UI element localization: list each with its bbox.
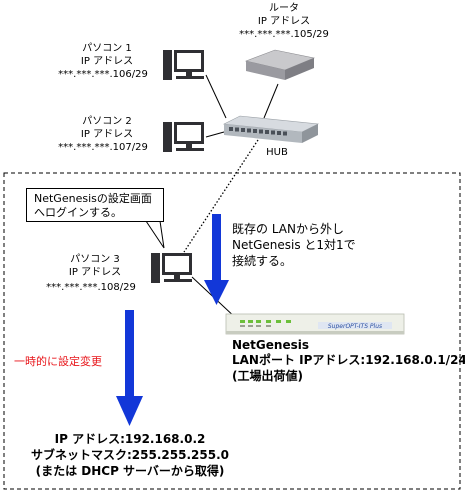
dashed-region xyxy=(3,172,461,490)
connect-note-line-1: 既存の LANから外し xyxy=(232,222,344,236)
callout-pointer xyxy=(145,220,165,249)
pc3-ip: ***.***.***.108/29 xyxy=(46,282,136,293)
device-factory-default: (工場出荷値) xyxy=(232,369,303,383)
pc2-name: パソコン 2 xyxy=(82,116,132,127)
callout-line-2: へログインする。 xyxy=(34,206,122,219)
login-callout: NetGenesisの設定画面 へログインする。 xyxy=(26,188,164,222)
pc1-ip-title: IP アドレス xyxy=(80,56,134,67)
new-subnet-mask: サブネットマスク:255.255.255.0 xyxy=(31,448,229,462)
device-front-label: SuperOPT-ITS Plus xyxy=(328,323,382,330)
link-pc2-hub xyxy=(205,131,225,138)
pc2-ip-title: IP アドレス xyxy=(80,129,134,140)
pc2-icon xyxy=(163,122,204,152)
connect-note-line-2: NetGenesis と1対1で xyxy=(232,238,356,252)
link-pc3-hub-old xyxy=(183,139,259,253)
callout-line-1: NetGenesisの設定画面 xyxy=(34,192,152,205)
link-router-hub xyxy=(263,83,279,119)
pc3-icon xyxy=(151,253,192,283)
hub-label: HUB xyxy=(266,147,288,158)
pc3-ip-title: IP アドレス xyxy=(68,267,122,278)
dhcp-note: (または DHCP サーバーから取得) xyxy=(35,464,225,478)
router-name: ルータ xyxy=(269,3,299,14)
arrow-temp-change-down xyxy=(116,310,143,426)
temp-change-label: 一時的に設定変更 xyxy=(14,355,102,368)
device-front-panel xyxy=(318,322,392,329)
pc2-ip: ***.***.***.107/29 xyxy=(58,142,148,153)
device-name: NetGenesis xyxy=(232,338,309,352)
router-ip: ***.***.***.105/29 xyxy=(239,29,329,40)
hub-icon xyxy=(222,115,320,143)
pc1-icon xyxy=(163,50,204,80)
new-ip-address: IP アドレス:192.168.0.2 xyxy=(54,432,206,446)
link-pc1-hub xyxy=(205,74,227,119)
netgenesis-device-icon: SuperOPT-ITS Plus xyxy=(225,313,405,335)
pc3-name: パソコン 3 xyxy=(70,254,120,265)
device-lan-port-ip: LANポート IPアドレス:192.168.0.1/24 xyxy=(232,353,465,367)
pc1-ip: ***.***.***.106/29 xyxy=(58,69,148,80)
connect-note-line-3: 接続する。 xyxy=(232,254,293,268)
pc1-name: パソコン 1 xyxy=(82,43,132,54)
arrow-connect-down xyxy=(204,214,229,305)
router-icon xyxy=(244,49,316,80)
router-ip-title: IP アドレス xyxy=(257,16,311,27)
